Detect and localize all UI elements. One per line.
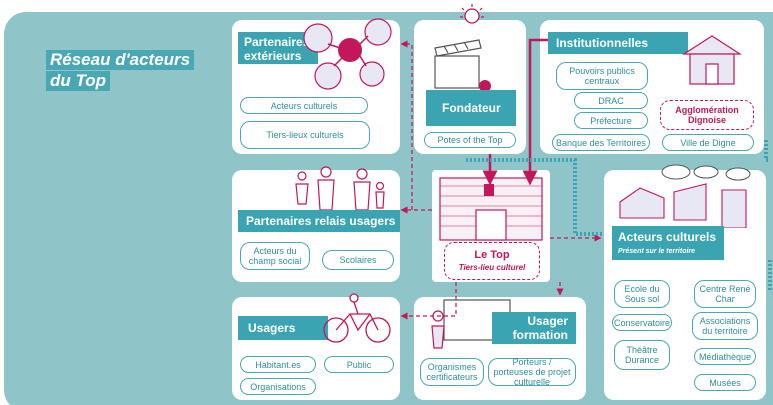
label-usager-formation: Usager formation — [492, 312, 576, 344]
pill-potes-of-the-top: Potes of the Top — [424, 132, 516, 148]
pill-centre-rene-char: Centre René Char — [694, 280, 756, 308]
cultural-venues-illustration — [619, 164, 751, 228]
pill-theatre-durance: Théâtre Durance — [614, 340, 670, 370]
pill-drac: DRAC — [574, 92, 648, 109]
title-line-2: du Top — [46, 71, 111, 91]
label-acteurs-culturels: Acteurs culturels — [612, 226, 724, 260]
le-top-box: Le Top Tiers-lieu culturel — [444, 242, 540, 280]
label-fondateur: Fondateur — [426, 90, 516, 126]
pill-associations: Associations du territoire — [692, 312, 758, 340]
pill-ecole-du-sous-sol: Ecole du Sous sol — [614, 280, 670, 308]
pill-public: Public — [324, 356, 394, 373]
bulb-icon — [460, 4, 484, 24]
subtitle-acteurs-culturels: Présent sur le territoire — [618, 248, 696, 255]
title-line-1: Réseau d'acteurs — [46, 50, 195, 70]
diagram-title: Réseau d'acteurs du Top — [46, 50, 195, 92]
label-institutionnelles: Institutionnelles — [548, 32, 688, 54]
pill-musees: Musées — [694, 374, 756, 391]
pill-conservatoire: Conservatoire — [612, 314, 672, 331]
town-hall-illustration — [681, 35, 743, 85]
building-illustration — [439, 177, 543, 241]
bicycle-illustration — [323, 293, 391, 343]
pill-acteurs-champ-social: Acteurs du champ social — [240, 242, 310, 270]
pill-habitants: Habitant.es — [240, 356, 316, 373]
label-le-top: Le Top — [474, 249, 510, 261]
pill-tiers-lieux: Tiers-lieux culturels — [240, 121, 370, 149]
pill-organisations: Organisations — [240, 378, 316, 395]
pill-banque-des-territoires: Banque des Territoires — [552, 134, 650, 151]
pill-mediatheque: Médiathèque — [694, 348, 756, 365]
clapperboard-illustration — [434, 39, 491, 92]
pill-prefecture: Préfecture — [574, 112, 648, 129]
label-usagers: Usagers — [238, 316, 328, 340]
pill-organismes-certificateurs: Organismes certificateurs — [420, 358, 484, 386]
subtitle-le-top: Tiers-lieu culturel — [458, 263, 526, 272]
label-relais: Partenaires relais usagers — [238, 210, 400, 232]
pill-pouvoirs-publics: Pouvoirs publics centraux — [556, 62, 648, 90]
pill-porteurs-projet: Porteurs / porteuses de projet culturell… — [488, 357, 576, 387]
people-illustration — [295, 166, 385, 211]
pill-acteurs-culturels-ext: Acteurs culturels — [240, 97, 368, 114]
network-illustration — [303, 18, 392, 90]
pill-scolaires: Scolaires — [322, 250, 394, 270]
pill-ville-de-digne: Ville de Digne — [662, 134, 754, 151]
pill-agglomeration-dignoise: Agglomération Dignoise — [660, 100, 754, 130]
